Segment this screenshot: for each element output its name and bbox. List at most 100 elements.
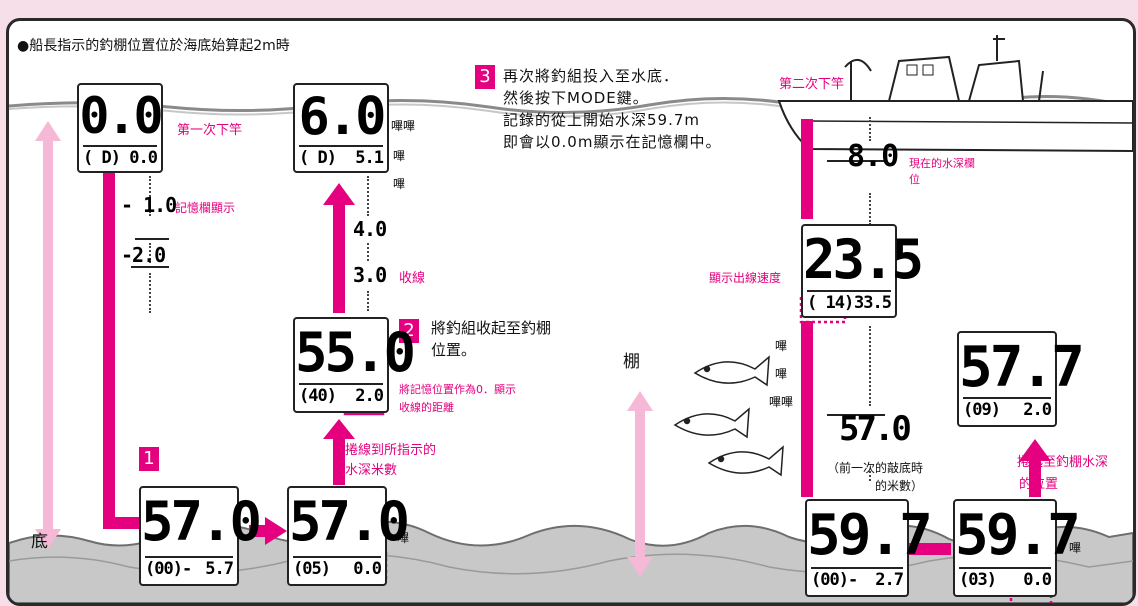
dotted-line: [149, 176, 151, 216]
lcd-display-line-speed: 23.5 ( 14)33.5: [801, 224, 924, 318]
lcd-main-value: 55.0: [295, 321, 416, 384]
lcd-sub-row: (09) 2.0: [963, 400, 1052, 420]
prev-bottom-label-2: 的米數）: [875, 479, 924, 493]
lcd-main-value: 59.7: [955, 503, 1081, 568]
dotted-line: [149, 273, 151, 313]
dotted-line: [367, 291, 369, 311]
dotted-line: [869, 117, 871, 141]
lcd-main-value: 57.0: [289, 490, 410, 553]
lcd-divider: [807, 290, 891, 292]
lcd-divider: [293, 556, 381, 558]
step-2-line-1: 將釣組收起至釣棚: [431, 319, 552, 337]
prev-bottom-label-1: （前一次的敲底時: [827, 461, 924, 475]
lcd-display-bottom-1: 57.0 (00)- 5.7: [139, 486, 262, 586]
lcd-divider: [963, 397, 1051, 399]
lcd-display-surface: 6.0 ( D) 5.1: [293, 83, 389, 173]
lcd-sub-row: (00)- 5.7: [145, 559, 234, 579]
beep-label-b: 嗶: [393, 149, 406, 163]
step-3-badge: 3: [475, 65, 495, 89]
lcd-display-shelf-set: 55.0 (40) 2.0: [293, 317, 416, 413]
reel-to-shelf-label-1: 捲起至釣棚水深: [1017, 455, 1109, 470]
lcd-display-shelf-final: 57.7 (09) 2.0: [957, 331, 1085, 427]
lcd-sub-row: (40) 2.0: [299, 386, 384, 406]
lcd-divider: [83, 145, 157, 147]
lcd-display-mode-set: 59.7 (03) 0.0: [953, 499, 1081, 597]
step-2-text: 將釣組收起至釣棚 位置。: [431, 317, 551, 361]
lcd-sub-right: 0.0: [1023, 570, 1052, 590]
step-2-badge: 2: [399, 319, 419, 343]
shelf-label: 棚: [623, 352, 640, 372]
lcd-sub-left: (00)-: [811, 570, 858, 590]
step-3-line-4: 即會以0.0m顯示在記憶欄中。: [503, 133, 722, 151]
reel-to-depth-label-2: 水深米數: [345, 463, 398, 478]
reel-to-depth-label-1: 捲線到所指示的: [345, 443, 437, 458]
step-3-line-1: 再次將釣組投入至水底．: [503, 67, 680, 85]
dotted-line: [149, 243, 151, 263]
depth-readout-570: 57.0: [839, 409, 912, 449]
beep-label-f: 嗶: [775, 367, 788, 381]
lcd-display-first-drop: 0.0 ( D) 0.0: [77, 83, 164, 173]
lcd-sub-right: 0.0: [129, 148, 158, 168]
step-3-line-3: 記錄的從上開始水深59.7m: [503, 111, 701, 129]
header-note: ●船長指示的釣棚位置位於海底始算起2m時: [17, 38, 290, 54]
step-2-line-2: 位置。: [431, 341, 477, 359]
lcd-sub-right: 5.7: [205, 559, 234, 579]
lcd-sub-row: (03) 0.0: [959, 570, 1052, 590]
lcd-display-bottom-2: 57.0 (05)0.0: [287, 486, 410, 586]
lcd-sub-left: (03): [959, 570, 997, 590]
lcd-sub-left: ( D): [299, 148, 337, 168]
step-3-line-2: 然後按下MODE鍵。: [503, 89, 649, 107]
depth-readout-30: 3.0: [353, 263, 387, 287]
lcd-main-value: 57.0: [141, 490, 262, 553]
lcd-divider: [299, 383, 383, 385]
first-drop-label: 第一次下竿: [177, 123, 243, 138]
lcd-sub-row: ( D) 0.0: [83, 148, 158, 168]
lcd-main-value: 6.0: [298, 87, 387, 147]
lcd-sub-left: (00)-: [145, 559, 192, 579]
memory-display-label: 記憶欄顯示: [175, 201, 236, 215]
lcd-main-value: 59.7: [807, 503, 933, 568]
memory-readout-1: - 1.0: [121, 193, 177, 217]
second-drop-label: 第二次下竿: [779, 77, 845, 92]
boat-illustration: [777, 35, 1133, 153]
lcd-main-value: 0.0: [79, 87, 163, 145]
lcd-divider: [299, 145, 383, 147]
current-depth-label-2: 位: [909, 173, 920, 186]
beep-label-c: 嗶: [393, 177, 406, 191]
lcd-divider: [145, 556, 233, 558]
dotted-line: [869, 193, 871, 225]
fish-group: [673, 355, 784, 477]
lcd-sub-left: (40): [299, 386, 337, 406]
memory-readout-2: -2.0: [121, 243, 166, 267]
beep-label-h: 嗶: [1069, 541, 1082, 555]
lcd-sub-right: 2.7: [875, 570, 904, 590]
lcd-display-second-bottom: 59.7 (00)- 2.7: [805, 499, 933, 597]
set-zero-label-1: 將記憶位置作為0．顯示: [399, 383, 516, 396]
lcd-sub-right: 5.1: [355, 148, 384, 168]
lcd-sub-row: ( 14)33.5: [807, 293, 892, 313]
dotted-line: [869, 471, 871, 481]
range-arrows: [35, 121, 653, 577]
diagram-frame: ●船長指示的釣棚位置位於海底始算起2m時 1 2 3 將釣組收起至釣棚 位置。 …: [6, 18, 1136, 606]
lcd-sub-left: (09): [963, 400, 1001, 420]
lcd-sub-right: 2.0: [355, 386, 384, 406]
beep-label-e: 嗶: [775, 339, 788, 353]
lcd-sub-left: ( D): [83, 148, 121, 168]
lcd-divider: [811, 567, 903, 569]
beep-label-d: 嗶: [397, 531, 410, 545]
dotted-line: [869, 326, 871, 406]
lcd-sub-right: 2.0: [1023, 400, 1052, 420]
step-3-text: 再次將釣組投入至水底． 然後按下MODE鍵。 記錄的從上開始水深59.7m 即會…: [503, 65, 721, 153]
line-speed-label: 顯示出線速度: [709, 271, 782, 285]
lcd-main-value: 57.7: [959, 335, 1085, 400]
bottom-label: 底: [31, 532, 48, 552]
lcd-sub-right: 0.0: [353, 559, 382, 579]
dotted-line: [367, 176, 369, 216]
lcd-sub-right: 33.5: [854, 293, 892, 313]
beep-label-a: 嗶嗶: [391, 119, 416, 133]
lcd-main-value: 23.5: [803, 228, 924, 291]
beep-label-g: 嗶嗶: [769, 395, 794, 409]
lcd-sub-row: (00)- 2.7: [811, 570, 904, 590]
reel-to-shelf-label-2: 的位置: [1019, 477, 1059, 492]
